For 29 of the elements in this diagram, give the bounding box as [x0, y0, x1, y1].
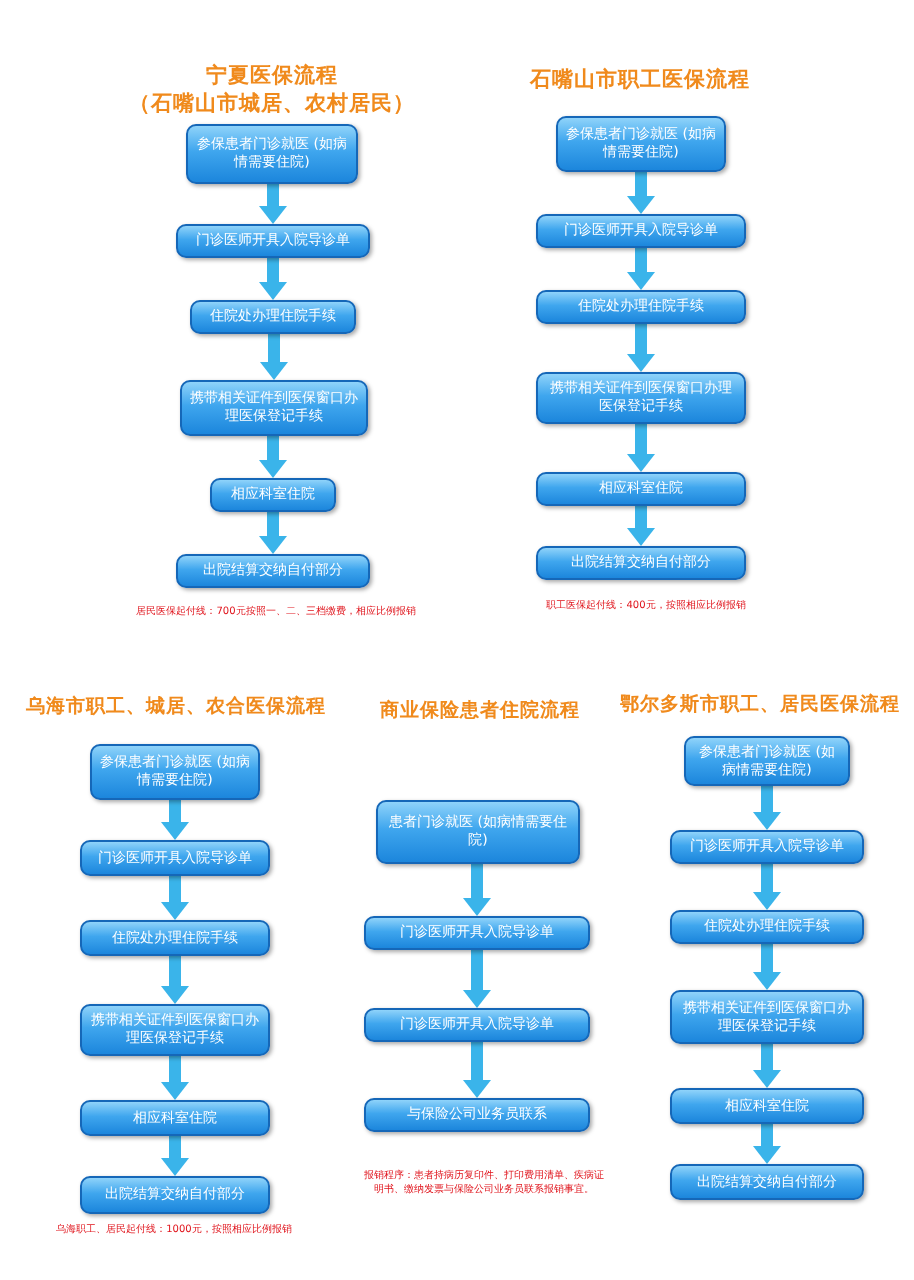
arrow — [463, 950, 491, 1008]
arrow — [753, 786, 781, 830]
flow-title: （石嘴山市城居、农村居民） — [127, 90, 417, 118]
arrow — [259, 436, 287, 478]
arrow — [753, 944, 781, 990]
arrow — [161, 800, 189, 840]
flow-title: 乌海市职工、城居、农合医保流程 — [24, 694, 328, 720]
flow-title: 石嘴山市职工医保流程 — [527, 66, 752, 94]
arrow — [627, 248, 655, 290]
arrow — [753, 1044, 781, 1088]
arrow — [161, 1136, 189, 1176]
arrow — [627, 506, 655, 546]
flow-title: 宁夏医保流程 — [204, 62, 340, 90]
arrow — [259, 184, 287, 224]
flow-title: 商业保险患者住院流程 — [378, 698, 582, 724]
arrow — [161, 956, 189, 1004]
arrow — [463, 1042, 491, 1098]
arrow — [259, 258, 287, 300]
arrow — [627, 424, 655, 472]
arrow — [161, 1056, 189, 1100]
arrow — [463, 864, 491, 916]
arrow — [161, 876, 189, 920]
arrow — [627, 172, 655, 214]
arrow — [627, 324, 655, 372]
arrow — [259, 512, 287, 554]
arrow — [753, 1124, 781, 1164]
flow-title: 鄂尔多斯市职工、居民医保流程 — [618, 692, 902, 718]
arrow — [260, 334, 288, 380]
arrow — [753, 864, 781, 910]
